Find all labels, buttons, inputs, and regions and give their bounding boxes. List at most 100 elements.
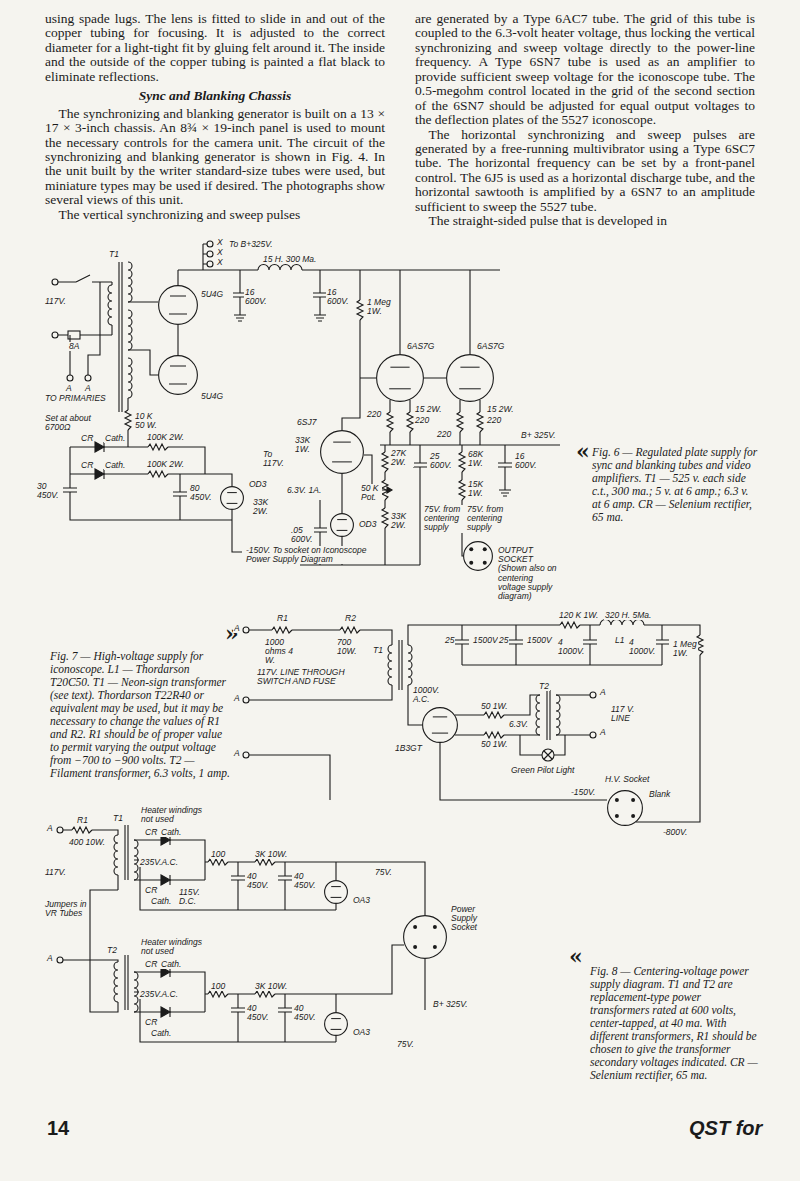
terminal-symbol xyxy=(243,627,249,633)
rectifier-symbol xyxy=(158,1007,173,1017)
capacitor-symbol xyxy=(278,868,292,888)
component-label: T2 xyxy=(106,946,118,955)
capacitor-symbol xyxy=(173,484,187,504)
component-label: 120 K 1W. xyxy=(558,611,599,620)
socket-pin xyxy=(433,925,437,929)
component-label: 100K 2W. xyxy=(146,433,185,442)
body-paragraph: The straight-sided pulse that is develop… xyxy=(415,214,755,228)
socket-pin xyxy=(483,561,487,565)
terminal-symbol xyxy=(52,332,58,338)
component-label: 700 10W. xyxy=(336,638,374,656)
resistor-symbol xyxy=(459,480,465,500)
tube-symbol: 1B3GT xyxy=(422,707,458,743)
socket-pin xyxy=(469,547,473,551)
component-label: 15 2W. xyxy=(414,405,443,414)
resistor-symbol xyxy=(340,627,360,633)
component-label: X xyxy=(216,238,224,247)
component-label: 75V. xyxy=(374,868,393,877)
figure-caption: Fig. 7 — High-voltage supply for iconosc… xyxy=(50,650,230,780)
tube-label: 5U4G xyxy=(200,392,224,401)
component-label: CR xyxy=(144,828,158,837)
component-label: 50 1W. xyxy=(480,702,509,711)
component-label: Cath. xyxy=(150,1029,172,1038)
pilot-lamp xyxy=(542,749,554,761)
component-label: 100K 2W. xyxy=(146,460,185,469)
node-outline xyxy=(330,513,354,537)
tube-label: OUTPUT SOCKET (Shown also on centering v… xyxy=(497,546,561,601)
component-label: 50 1W. xyxy=(480,740,509,749)
component-label: 10 K 50 W. xyxy=(134,412,164,430)
capacitor-symbol xyxy=(313,520,327,540)
resistor-symbol xyxy=(407,412,413,432)
terminal-symbol xyxy=(85,375,91,381)
tube-symbol: OA3 xyxy=(324,880,348,904)
component-label: Heater windings not used xyxy=(140,938,206,956)
terminal-symbol xyxy=(57,827,63,833)
tube-electrode xyxy=(331,887,342,898)
component-label: Cath. xyxy=(150,897,172,906)
capacitor-symbol xyxy=(655,632,669,652)
tube-electrode xyxy=(432,717,448,733)
component-label: 3K 10W. xyxy=(254,850,288,859)
component-label: Heater windings not used xyxy=(140,806,206,824)
component-label: A xyxy=(84,384,92,393)
component-label: 16 600V. xyxy=(514,452,542,470)
component-label: -150V. To socket on Iconoscope Power Sup… xyxy=(245,546,372,564)
component-label: 400 10W. xyxy=(68,838,106,847)
component-label: 320 H. 5Ma. xyxy=(604,611,652,620)
envelope-outline xyxy=(447,355,494,402)
resistor-symbol xyxy=(484,712,504,718)
tube-electrode xyxy=(169,296,187,314)
component-label: 6.3V. 1A. xyxy=(286,486,322,495)
resistor-symbol xyxy=(148,471,168,477)
coil-symbol xyxy=(128,358,132,398)
wire xyxy=(58,244,560,565)
component-label: TO PRIMARIES xyxy=(44,394,107,403)
capacitor-symbol xyxy=(455,632,469,652)
resistor-symbol xyxy=(459,452,465,472)
node-outline xyxy=(158,285,198,325)
tube-label: 1B3GT xyxy=(394,744,423,753)
component-label: 15K 1W. xyxy=(467,480,495,498)
component-label: 68K 1W. xyxy=(467,450,495,468)
component-label: 1500V xyxy=(526,636,553,645)
tube-electrode xyxy=(332,442,352,462)
coil-symbol xyxy=(536,695,540,735)
capacitor-symbol xyxy=(63,480,77,500)
component-label: 117V. xyxy=(44,297,67,306)
envelope-outline xyxy=(464,542,493,571)
component-label: 117 V. LINE xyxy=(610,705,656,723)
component-label: A xyxy=(65,384,73,393)
body-paragraph: are generated by a Type 6AC7 tube. The g… xyxy=(415,12,755,128)
component-label: 6.3V. xyxy=(508,720,529,729)
figure-pointer: « xyxy=(575,440,591,462)
component-label: 50 K Pot. xyxy=(360,484,382,502)
coil-symbol xyxy=(108,285,112,325)
component-label: 40 450V. xyxy=(293,1004,317,1022)
tube-symbol: 6SJ7 xyxy=(320,430,364,474)
component-label: 4 1000V. xyxy=(628,638,656,656)
socket-pin xyxy=(615,798,619,802)
component-label: -150V. xyxy=(570,788,596,797)
tube-label: 6AS7G xyxy=(476,342,505,351)
tube-electrode xyxy=(227,493,238,504)
ground-symbol xyxy=(234,315,246,321)
tube-label: OA3 xyxy=(352,1028,371,1037)
component-label: A xyxy=(46,824,54,833)
component-label: 1 Meg 1W. xyxy=(366,298,394,316)
envelope-outline xyxy=(423,708,458,743)
tube-electrode xyxy=(389,367,411,389)
component-label: 4 1000V. xyxy=(557,638,583,656)
running-footer: QST for xyxy=(688,1118,763,1138)
capacitor-symbol xyxy=(278,1000,292,1020)
node-outline xyxy=(220,486,244,510)
component-label: 117V. LINE THROUGH SWITCH AND FUSE xyxy=(256,668,348,686)
coil-symbol xyxy=(114,962,118,1002)
component-label: 40 450V. xyxy=(293,872,317,890)
component-label: 220 xyxy=(414,416,430,425)
component-label: A xyxy=(46,954,54,963)
resistor-symbol xyxy=(255,859,275,865)
terminal-symbol xyxy=(57,957,63,963)
envelope-outline xyxy=(404,916,447,959)
component-label: T1 xyxy=(372,646,384,655)
